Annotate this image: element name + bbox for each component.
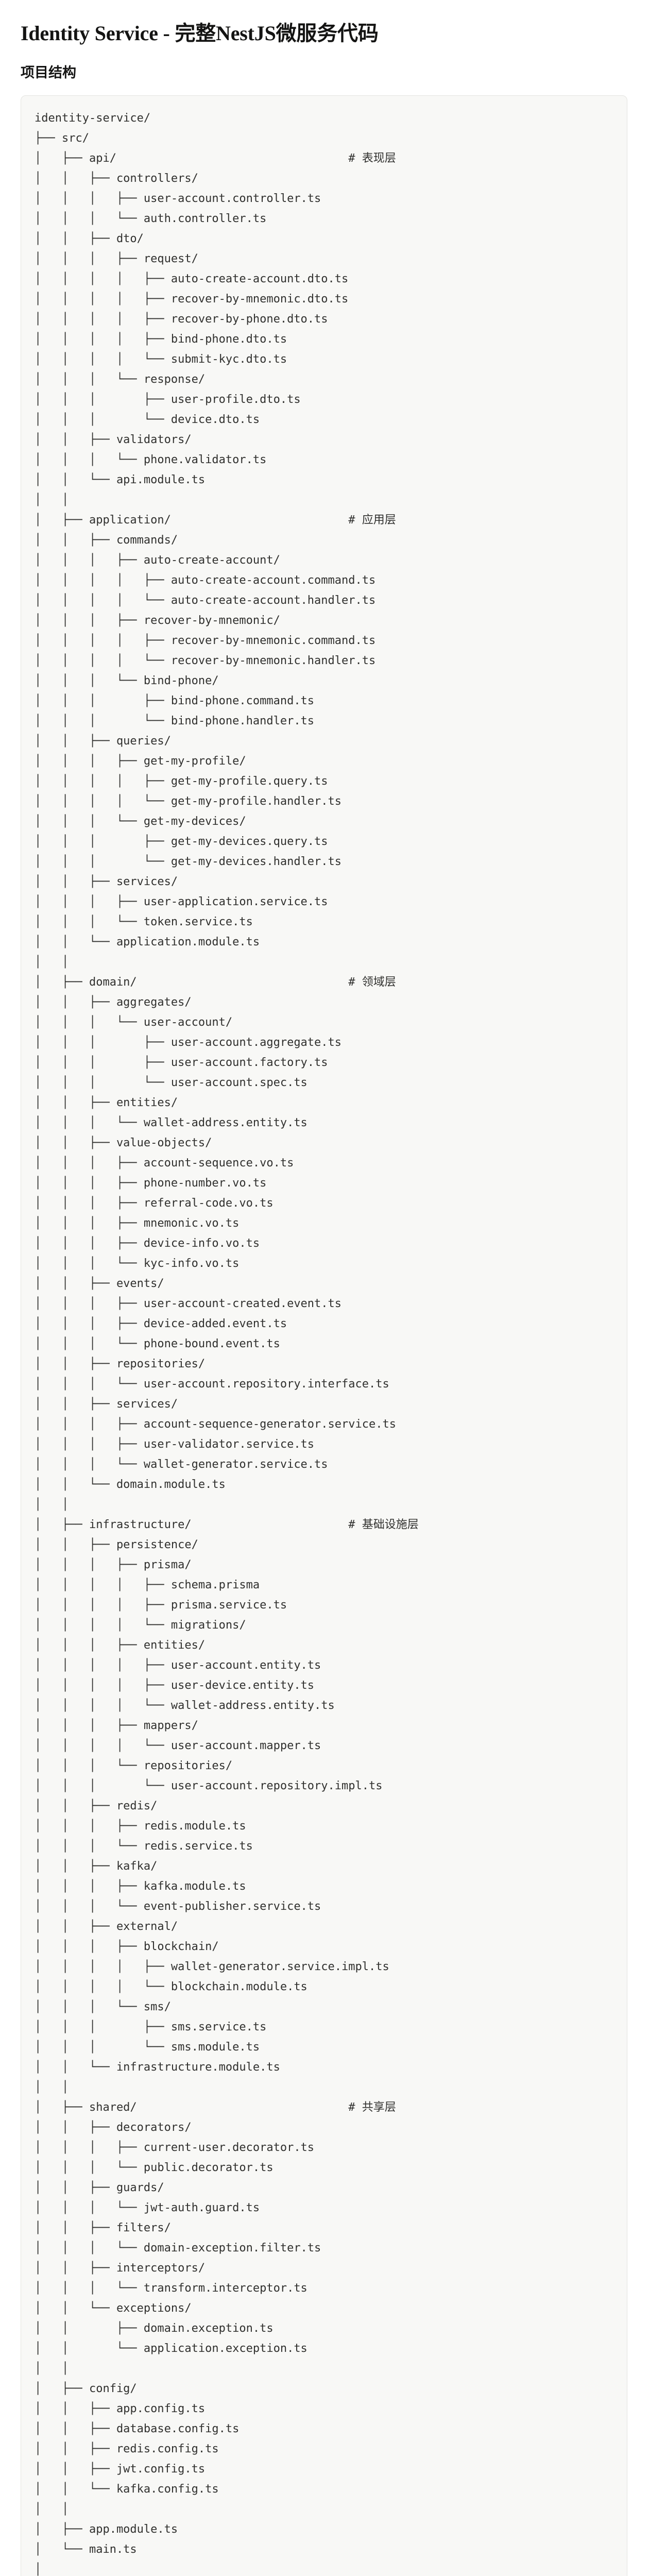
file-tree: identity-service/ ├── src/ │ ├── api/ # …	[35, 112, 419, 2576]
section-heading-project-structure: 项目结构	[21, 65, 76, 80]
file-tree-code-block: identity-service/ ├── src/ │ ├── api/ # …	[21, 95, 627, 2576]
page-title: Identity Service - 完整NestJS微服务代码	[21, 22, 379, 45]
